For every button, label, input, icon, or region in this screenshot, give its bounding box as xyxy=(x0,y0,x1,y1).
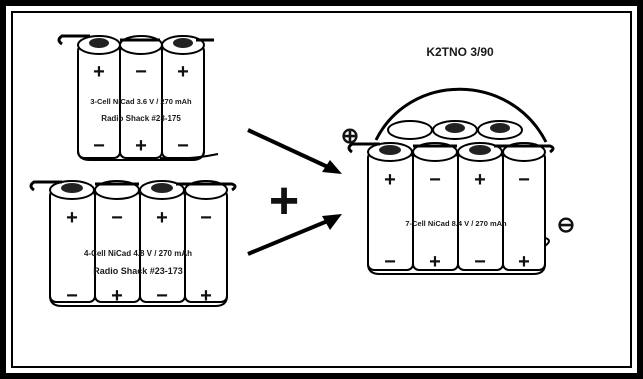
polarity-sign: − xyxy=(429,169,441,191)
pack-3cell-rating: 3-Cell NiCad 3.6 V / 270 mAh xyxy=(90,97,192,106)
pack-3cell: + − + − + − 3-Cell NiCad 3.6 V / 270 mAh… xyxy=(57,34,219,161)
polarity-sign: − xyxy=(111,207,123,229)
terminal-button xyxy=(61,183,83,193)
polarity-sign: + xyxy=(177,61,189,83)
polarity-sign: + xyxy=(474,169,486,191)
polarity-sign: − xyxy=(177,135,189,157)
pack-base xyxy=(77,149,205,161)
negative-terminal-icon: ⊖ xyxy=(557,212,575,237)
polarity-sign: + xyxy=(111,285,123,307)
solder-tab xyxy=(176,182,237,192)
terminal-button xyxy=(445,123,465,133)
polarity-sign: − xyxy=(93,135,105,157)
pack-4cell-rating: 4-Cell NiCad 4.8 V / 270 mAh xyxy=(84,249,192,258)
polarity-sign: − xyxy=(384,251,396,273)
arrow-from-3cell xyxy=(247,128,342,174)
polarity-sign: + xyxy=(429,251,441,273)
pack-7cell: + − + − − + − + 7-Cell NiCad 8.4 V / 270… xyxy=(341,87,575,275)
polarity-sign: − xyxy=(474,251,486,273)
solder-tab xyxy=(57,34,90,46)
polarity-sign: + xyxy=(135,135,147,157)
pack-7cell-rating: 7-Cell NiCad 8.4 V / 270 mAh xyxy=(405,219,507,228)
solder-tab xyxy=(494,144,555,154)
pack-4cell: + − + − − + − + 4-Cell NiCad 4.8 V / 270… xyxy=(29,180,237,307)
jumper-wire xyxy=(374,87,548,143)
author-tag: K2TNO 3/90 xyxy=(426,45,494,59)
terminal-button xyxy=(89,38,109,48)
pack-base xyxy=(49,295,228,307)
polarity-sign: + xyxy=(66,207,78,229)
positive-terminal-icon: ⊕ xyxy=(341,123,359,148)
cell-cap xyxy=(387,120,433,140)
terminal-button xyxy=(379,145,401,155)
polarity-sign: − xyxy=(66,285,78,307)
polarity-sign: + xyxy=(93,61,105,83)
polarity-sign: − xyxy=(135,61,147,83)
polarity-sign: − xyxy=(156,285,168,307)
polarity-sign: + xyxy=(200,285,212,307)
terminal-button xyxy=(469,145,491,155)
solder-tab xyxy=(29,180,62,192)
solder-tab xyxy=(347,142,380,154)
polarity-sign: − xyxy=(518,169,530,191)
polarity-sign: + xyxy=(156,207,168,229)
polarity-sign: + xyxy=(518,251,530,273)
combine-plus-sign: + xyxy=(269,172,299,230)
polarity-sign: + xyxy=(384,169,396,191)
solder-tab xyxy=(544,237,550,247)
pack-3cell-part: Radio Shack #23-175 xyxy=(101,114,181,123)
terminal-button xyxy=(173,38,193,48)
terminal-button xyxy=(490,123,510,133)
arrow-from-4cell xyxy=(247,214,342,256)
solder-tab xyxy=(159,153,219,160)
pack-base xyxy=(367,263,546,275)
pack-4cell-part: Radio Shack #23-173 xyxy=(93,266,183,276)
polarity-sign: − xyxy=(200,207,212,229)
terminal-button xyxy=(151,183,173,193)
inner-frame xyxy=(11,11,632,368)
